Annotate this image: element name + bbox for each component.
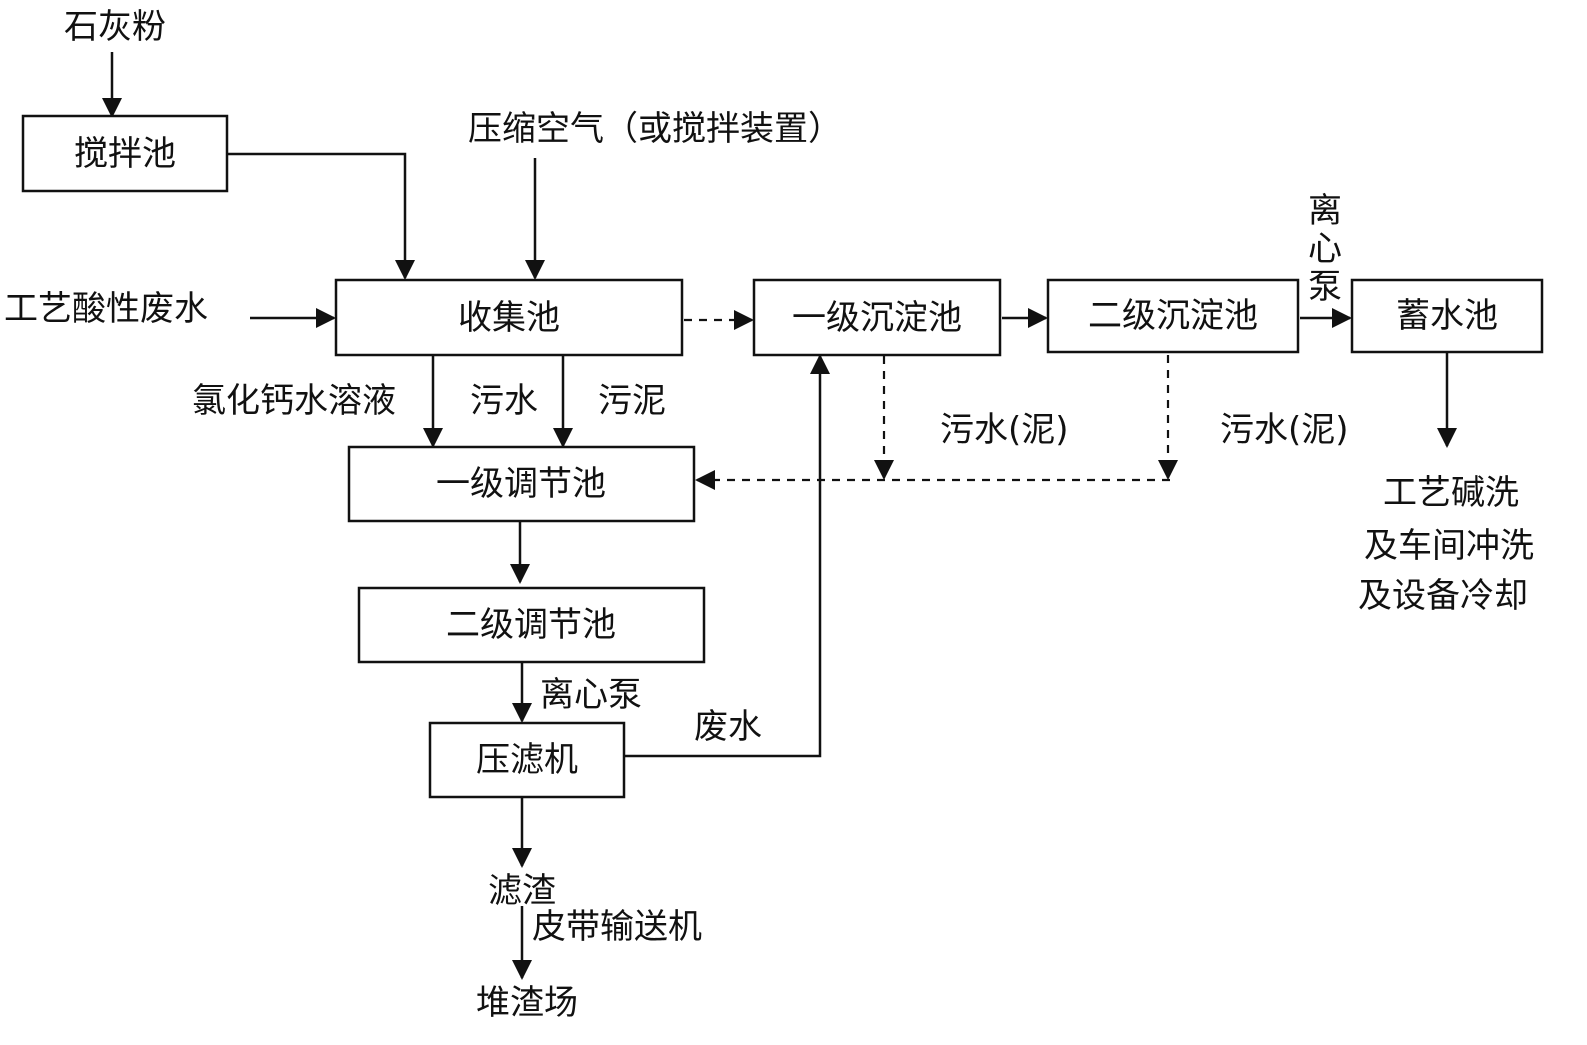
lime-powder-label: 石灰粉 (64, 7, 166, 47)
primary-regulating-node: 一级调节池 (347, 445, 696, 523)
slag-yard-label: 堆渣场 (476, 983, 578, 1023)
primary-sedimentation-node: 一级沉淀池 (752, 278, 1002, 357)
sewage-sludge-label-2: 污水(泥) (1220, 410, 1349, 450)
compressed-air-label: 压缩空气（或搅拌装置） (468, 109, 842, 149)
secondary-sedimentation-node: 二级沉淀池 (1046, 278, 1300, 354)
acid-wastewater-label: 工艺酸性废水 (4, 289, 208, 329)
secondary-regulating-label: 二级调节池 (446, 605, 616, 645)
storage-tank-label: 蓄水池 (1396, 296, 1498, 336)
reuse-line-2: 及车间冲洗 (1364, 526, 1534, 566)
arrow-press-to-primary-sed (624, 354, 830, 758)
collection-tank-label: 收集池 (458, 298, 560, 338)
stirring-tank-label: 搅拌池 (74, 134, 176, 174)
belt-conveyor-label: 皮带输送机 (532, 907, 702, 947)
waste-water-label: 废水 (694, 707, 762, 747)
sludge-label: 污泥 (598, 381, 666, 421)
stirring-tank-node: 搅拌池 (21, 114, 229, 193)
filter-press-node: 压滤机 (428, 721, 626, 799)
secondary-regulating-node: 二级调节池 (357, 586, 706, 664)
primary-regulating-label: 一级调节池 (436, 464, 606, 504)
collection-tank-node: 收集池 (334, 278, 684, 357)
reuse-line-1: 工艺碱洗 (1383, 473, 1519, 513)
pump-top-char-3: 泵 (1308, 267, 1342, 307)
pump-bottom-label: 离心泵 (540, 675, 642, 715)
primary-sedimentation-label: 一级沉淀池 (792, 298, 962, 338)
arrow-stirring-to-collection (227, 152, 415, 280)
filter-residue-label: 滤渣 (488, 871, 556, 911)
storage-tank-node: 蓄水池 (1350, 278, 1544, 354)
reuse-line-3: 及设备冷却 (1358, 576, 1528, 616)
filter-press-label: 压滤机 (476, 740, 578, 780)
pump-top-char-1: 离 (1308, 191, 1342, 231)
sewage-sludge-label-1: 污水(泥) (940, 410, 1069, 450)
sewage-label: 污水 (470, 381, 538, 421)
secondary-sedimentation-label: 二级沉淀池 (1088, 296, 1258, 336)
calcium-chloride-label: 氯化钙水溶液 (192, 381, 396, 421)
pump-top-char-2: 心 (1308, 229, 1342, 269)
